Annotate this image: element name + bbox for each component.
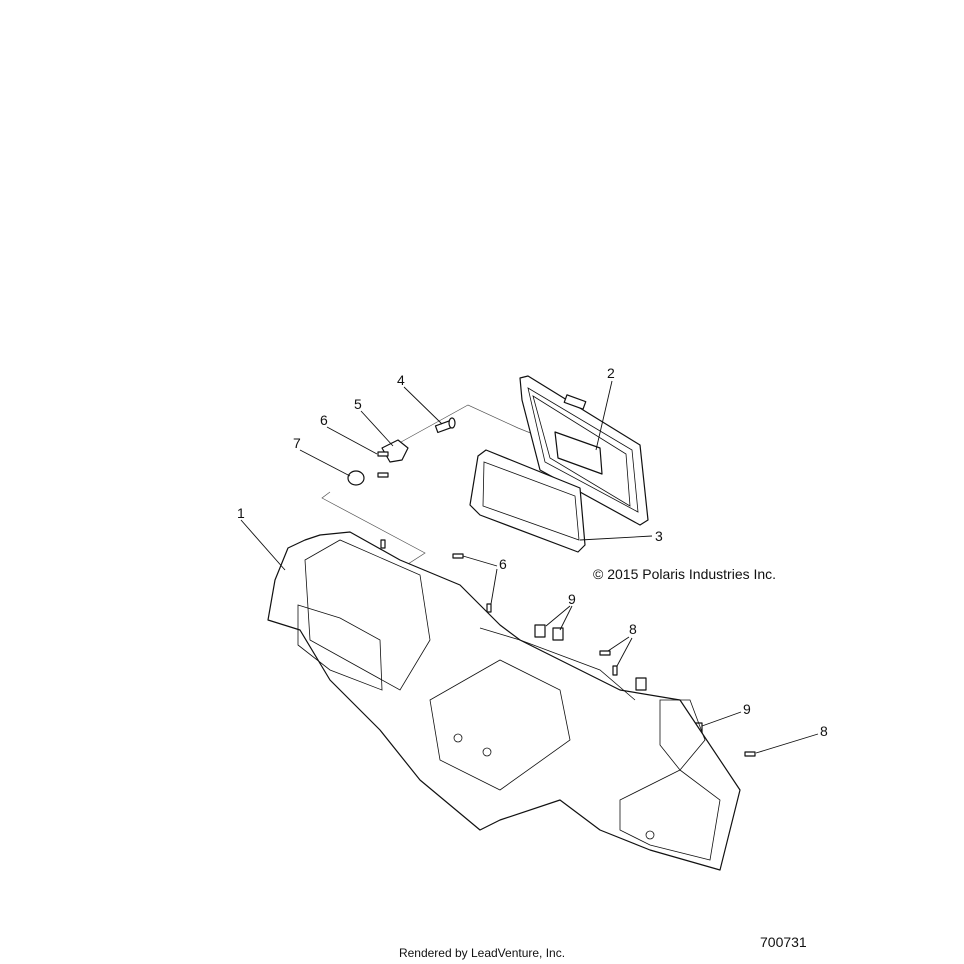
leader-line bbox=[559, 605, 573, 631]
leader-line bbox=[490, 568, 498, 605]
latch-plate bbox=[381, 439, 409, 463]
dash-panel bbox=[267, 531, 741, 871]
callout-6: 6 bbox=[320, 412, 328, 428]
glovebox-door bbox=[519, 375, 649, 526]
leader-line bbox=[755, 733, 819, 754]
hinge-pin bbox=[434, 417, 456, 434]
leader-line bbox=[403, 386, 443, 425]
callout-5: 5 bbox=[354, 396, 362, 412]
leader-line bbox=[240, 519, 286, 571]
callout-8: 8 bbox=[820, 723, 828, 739]
leader-line bbox=[607, 636, 630, 652]
callout-2: 2 bbox=[607, 365, 615, 381]
leader-line bbox=[616, 637, 633, 667]
callout-9: 9 bbox=[568, 591, 576, 607]
bumper bbox=[347, 470, 365, 486]
callout-3: 3 bbox=[655, 528, 663, 544]
callout-1: 1 bbox=[237, 505, 245, 521]
leader-line bbox=[326, 426, 378, 455]
leader-line bbox=[360, 410, 394, 447]
callout-8: 8 bbox=[629, 621, 637, 637]
leader-line bbox=[579, 535, 653, 541]
leader-line bbox=[462, 555, 498, 567]
leader-line bbox=[595, 380, 613, 451]
callout-group: 1 2 3 4 5 6 7 6 9 8 9 8 bbox=[237, 365, 828, 754]
leader-line bbox=[701, 711, 742, 727]
door-seal bbox=[469, 449, 586, 553]
callout-4: 4 bbox=[397, 372, 405, 388]
callout-6: 6 bbox=[499, 556, 507, 572]
drawing-number: 700731 bbox=[760, 934, 807, 950]
callout-7: 7 bbox=[293, 435, 301, 451]
leader-line bbox=[545, 605, 571, 627]
callout-9: 9 bbox=[743, 701, 751, 717]
copyright-notice: © 2015 Polaris Industries Inc. bbox=[593, 566, 777, 582]
rendered-by-footer: Rendered by LeadVenture, Inc. bbox=[398, 946, 566, 960]
leader-line bbox=[299, 449, 351, 477]
